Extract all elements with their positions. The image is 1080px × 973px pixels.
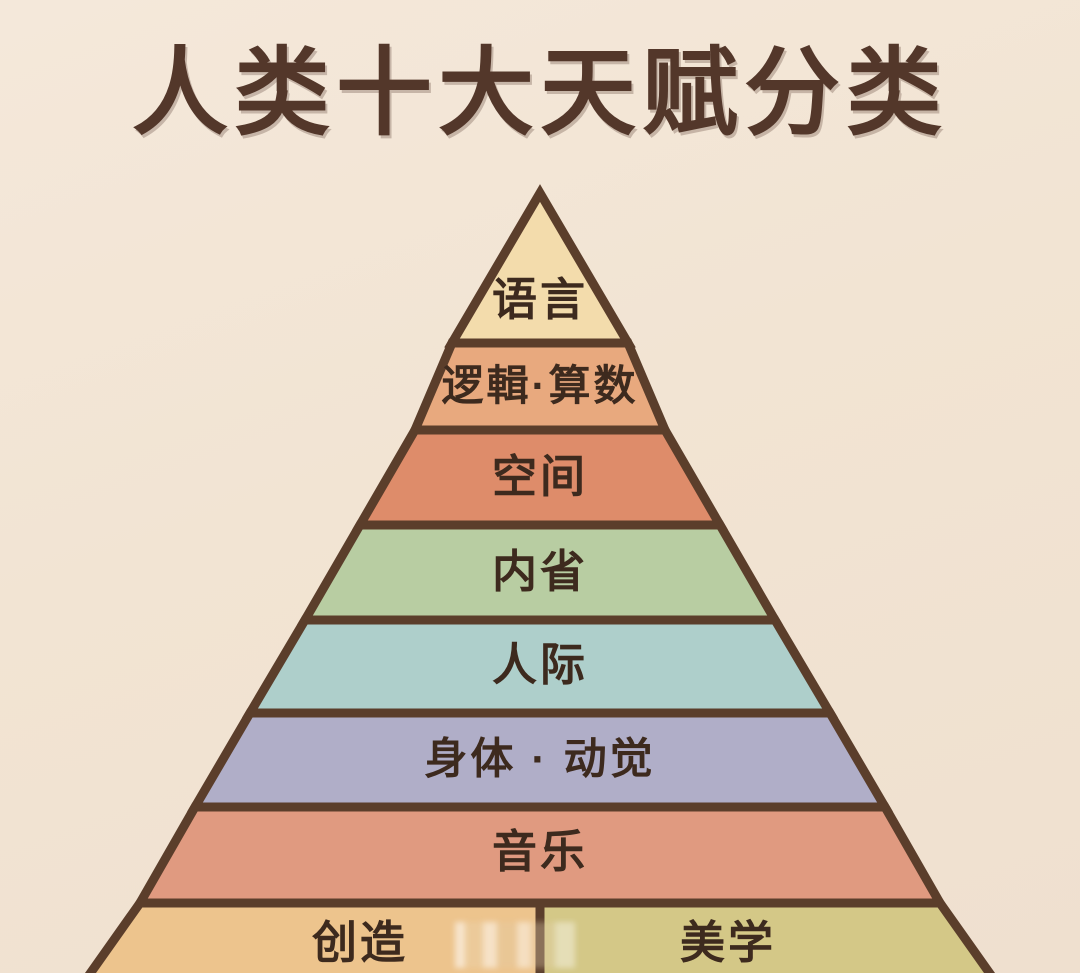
pyramid-tier-7-label: 音乐	[492, 826, 588, 877]
pyramid-tier-3-label: 空间	[492, 451, 588, 502]
page-title: 人类十大天赋分类	[132, 40, 948, 147]
pyramid-tier-6-label: 身体 · 动觉	[424, 735, 655, 783]
pyramid-tier-8-right-label: 美学	[680, 917, 776, 968]
pyramid-tier-2-label: 逻輯·算数	[442, 362, 639, 409]
pyramid-tier-5-label: 人际	[492, 639, 588, 690]
pyramid-tier-4-label: 内省	[492, 546, 588, 597]
pyramid-tier-8-left-label: 创造	[311, 917, 408, 968]
pyramid-tier-8-left-shape[interactable]	[82, 898, 545, 973]
pyramid-tier-1-label: 语言	[492, 274, 588, 325]
